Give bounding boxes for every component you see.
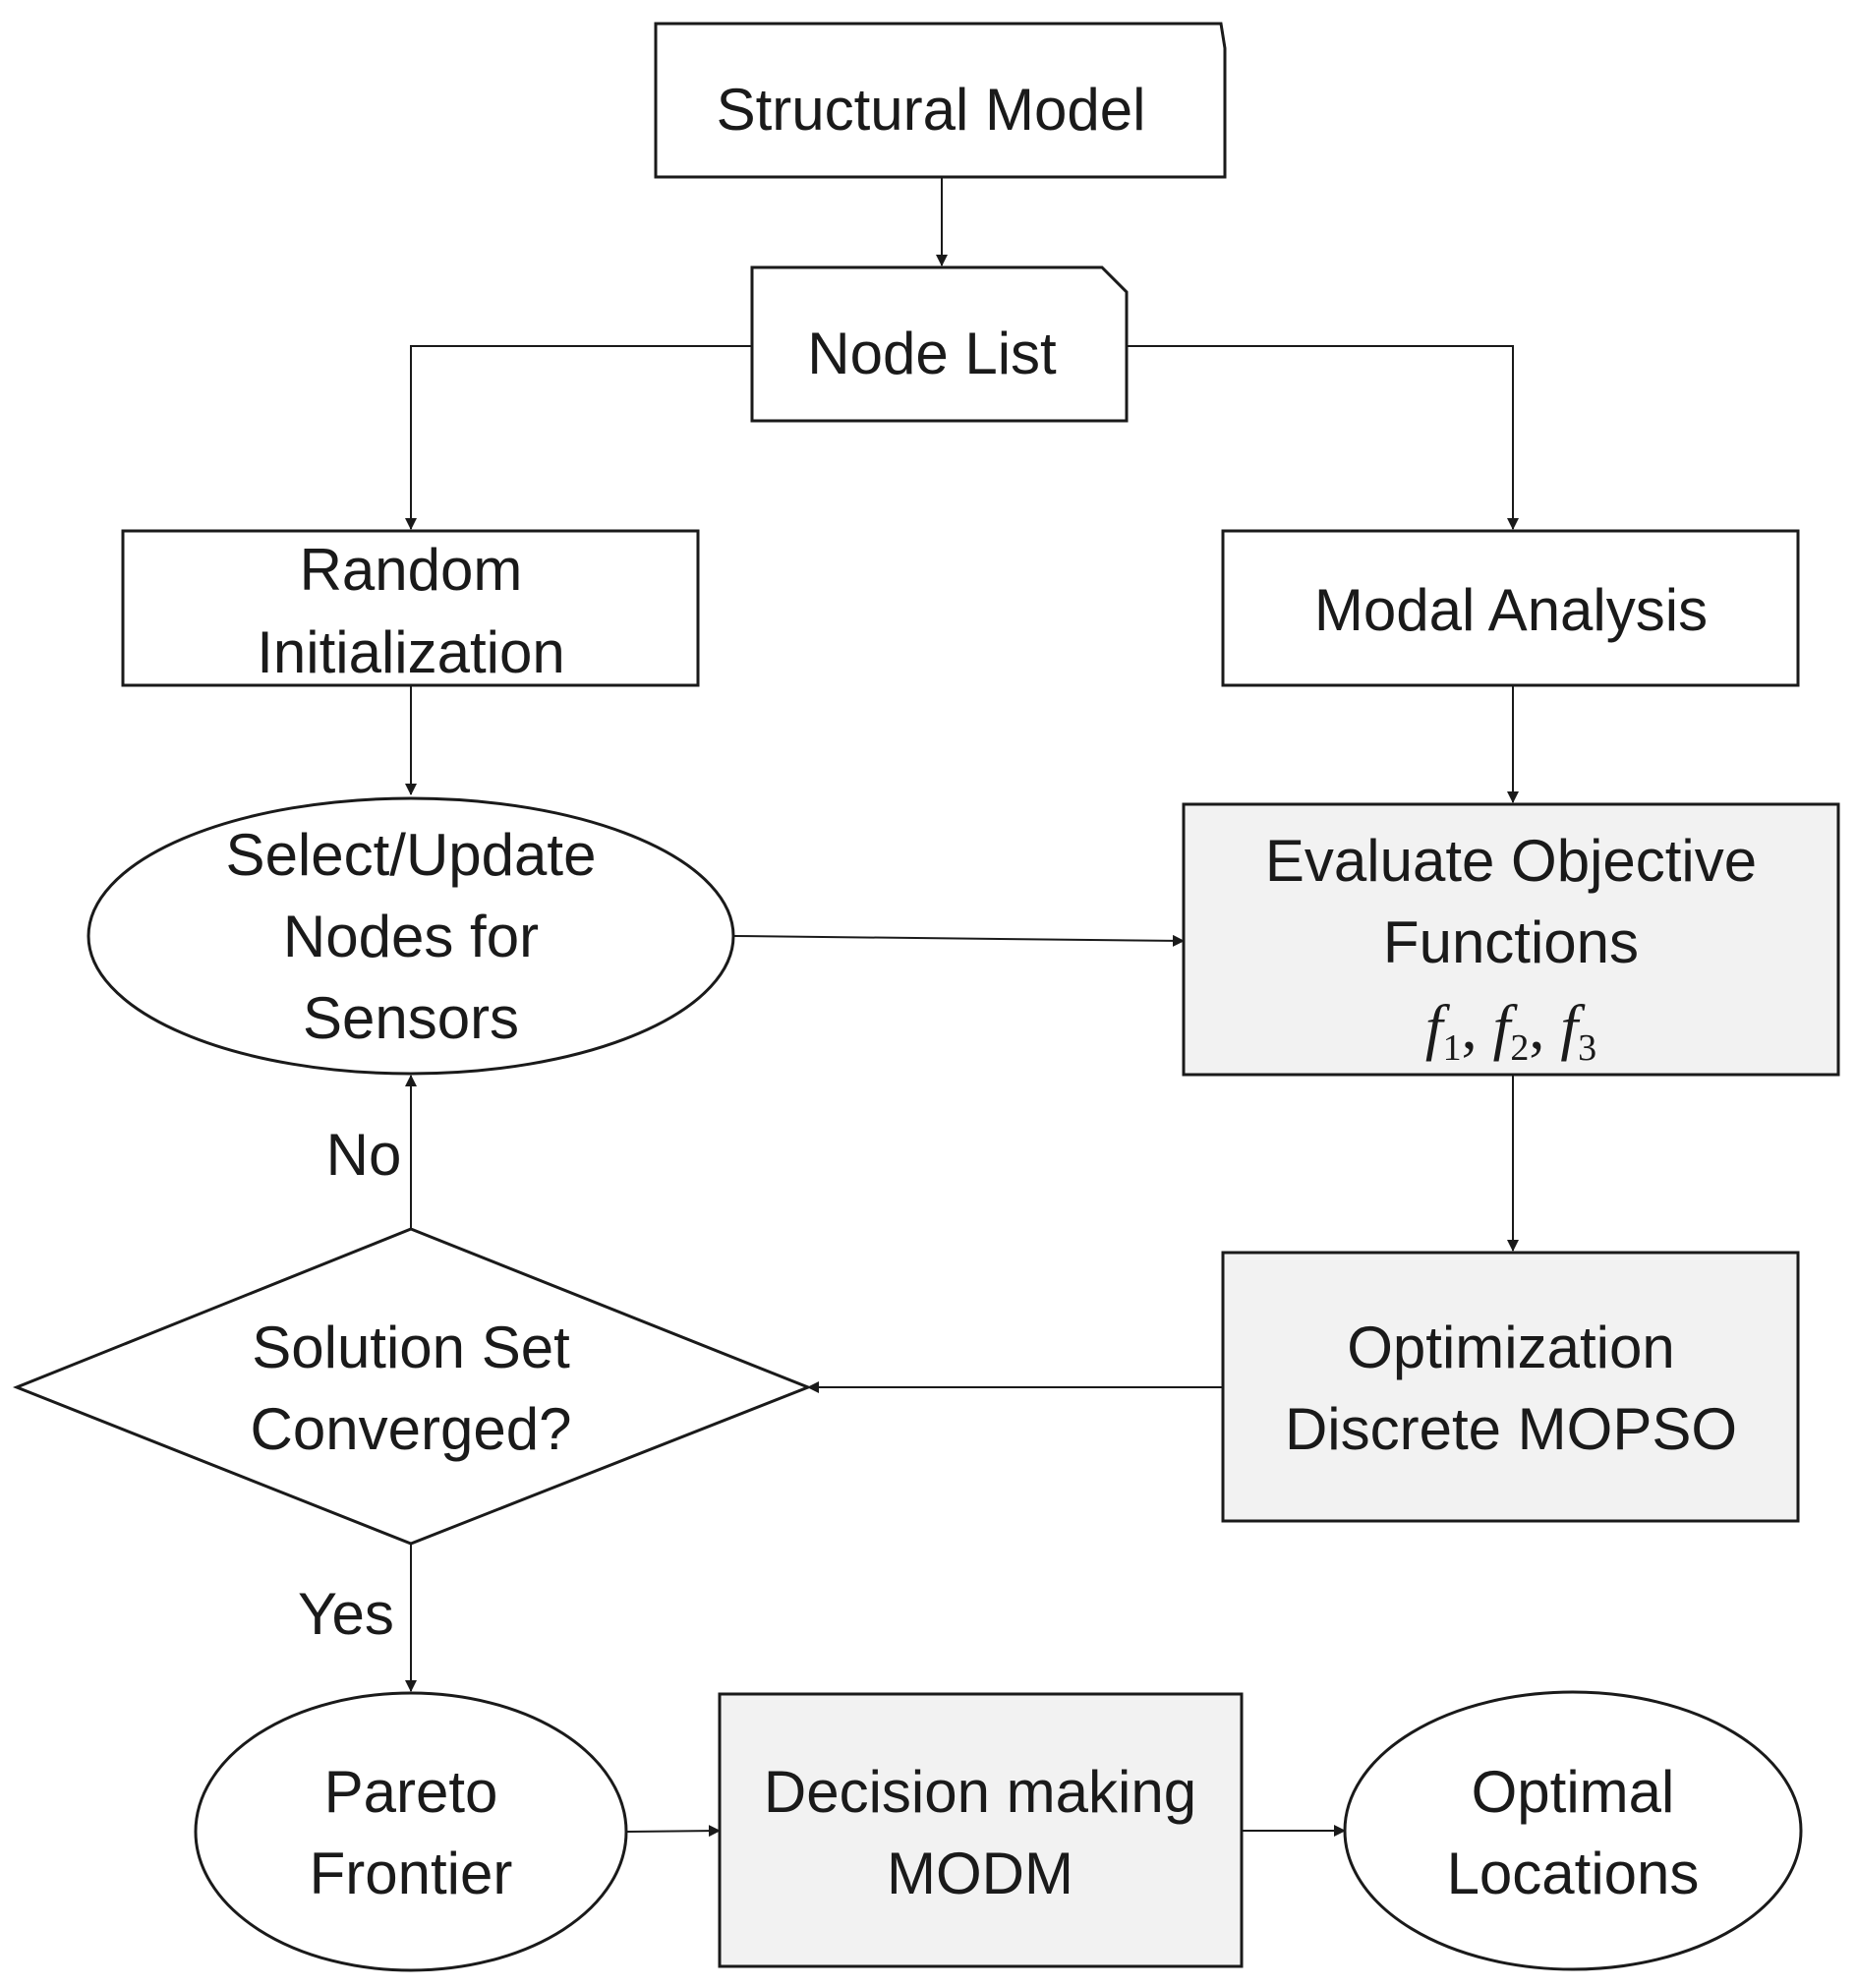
math-sub2: 2 (1510, 1027, 1529, 1069)
pareto-frontier-label-line1: Pareto (324, 1759, 498, 1825)
random-initialization-label-line1: Random (300, 537, 523, 603)
decision-making-shape (718, 1692, 1244, 1968)
node-list-shape (750, 265, 1129, 423)
select-update-label-line2: Nodes for (283, 904, 539, 969)
node-optimization: Optimization Discrete MOPSO (1221, 1251, 1800, 1523)
random-initialization-shape (121, 529, 700, 687)
optimization-label-line1: Optimization (1347, 1315, 1674, 1380)
structural-model-label: Structural Model (717, 77, 1146, 143)
node-select-update: Select/Update Nodes for Sensors (87, 796, 735, 1076)
node-modal-analysis: Modal Analysis (1221, 529, 1800, 687)
connector-select-to-evaluate (732, 934, 1185, 947)
math-sep1: , (1462, 992, 1493, 1062)
edge-label-no: No (326, 1122, 402, 1188)
connector-nodelist-to-modal (1127, 345, 1519, 530)
node-random-initialization: Random Initialization (121, 529, 700, 687)
modal-analysis-shape (1221, 529, 1800, 687)
pareto-frontier-shape (194, 1691, 628, 1972)
evaluate-objective-label-line1: Evaluate Objective (1265, 828, 1757, 894)
optimization-label-line2: Discrete MOPSO (1285, 1396, 1737, 1462)
edge-label-yes: Yes (298, 1581, 394, 1647)
node-decision-making: Decision making MODM (718, 1692, 1244, 1968)
math-sub3: 3 (1578, 1027, 1596, 1069)
node-solution-converged: Solution Set Converged? (12, 1227, 813, 1546)
decision-making-label-line2: MODM (887, 1841, 1073, 1906)
node-structural-model: Structural Model (654, 22, 1227, 179)
decision-making-label-line1: Decision making (764, 1759, 1196, 1825)
select-update-label-line1: Select/Update (226, 822, 597, 888)
solution-converged-label-line1: Solution Set (252, 1315, 570, 1380)
connector-nodelist-to-random (405, 345, 752, 530)
math-sep2: , (1529, 992, 1560, 1062)
optimal-locations-label-line1: Optimal (1472, 1759, 1675, 1825)
structural-model-shape (654, 22, 1227, 179)
optimization-shape (1221, 1251, 1800, 1523)
select-update-label-line3: Sensors (303, 985, 519, 1051)
evaluate-objective-shape (1182, 802, 1840, 1077)
solution-converged-label-line2: Converged? (251, 1396, 572, 1462)
node-list-label: Node List (807, 321, 1057, 386)
node-optimal-locations: Optimal Locations (1343, 1690, 1803, 1971)
solution-converged-shape (12, 1227, 813, 1546)
random-initialization-label-line2: Initialization (257, 619, 565, 685)
connector-pareto-to-decision (625, 1825, 721, 1838)
node-pareto-frontier: Pareto Frontier (194, 1691, 628, 1972)
optimal-locations-label-line2: Locations (1447, 1841, 1700, 1906)
modal-analysis-label: Modal Analysis (1314, 577, 1708, 643)
math-sub1: 1 (1443, 1027, 1462, 1069)
node-evaluate-objective: Evaluate Objective Functions f1, f2, f3 (1182, 802, 1840, 1077)
evaluate-objective-label-line2: Functions (1383, 909, 1639, 975)
pareto-frontier-label-line2: Frontier (310, 1841, 513, 1906)
optimal-locations-shape (1343, 1690, 1803, 1971)
select-update-shape (87, 796, 735, 1076)
node-node-list: Node List (750, 265, 1129, 423)
